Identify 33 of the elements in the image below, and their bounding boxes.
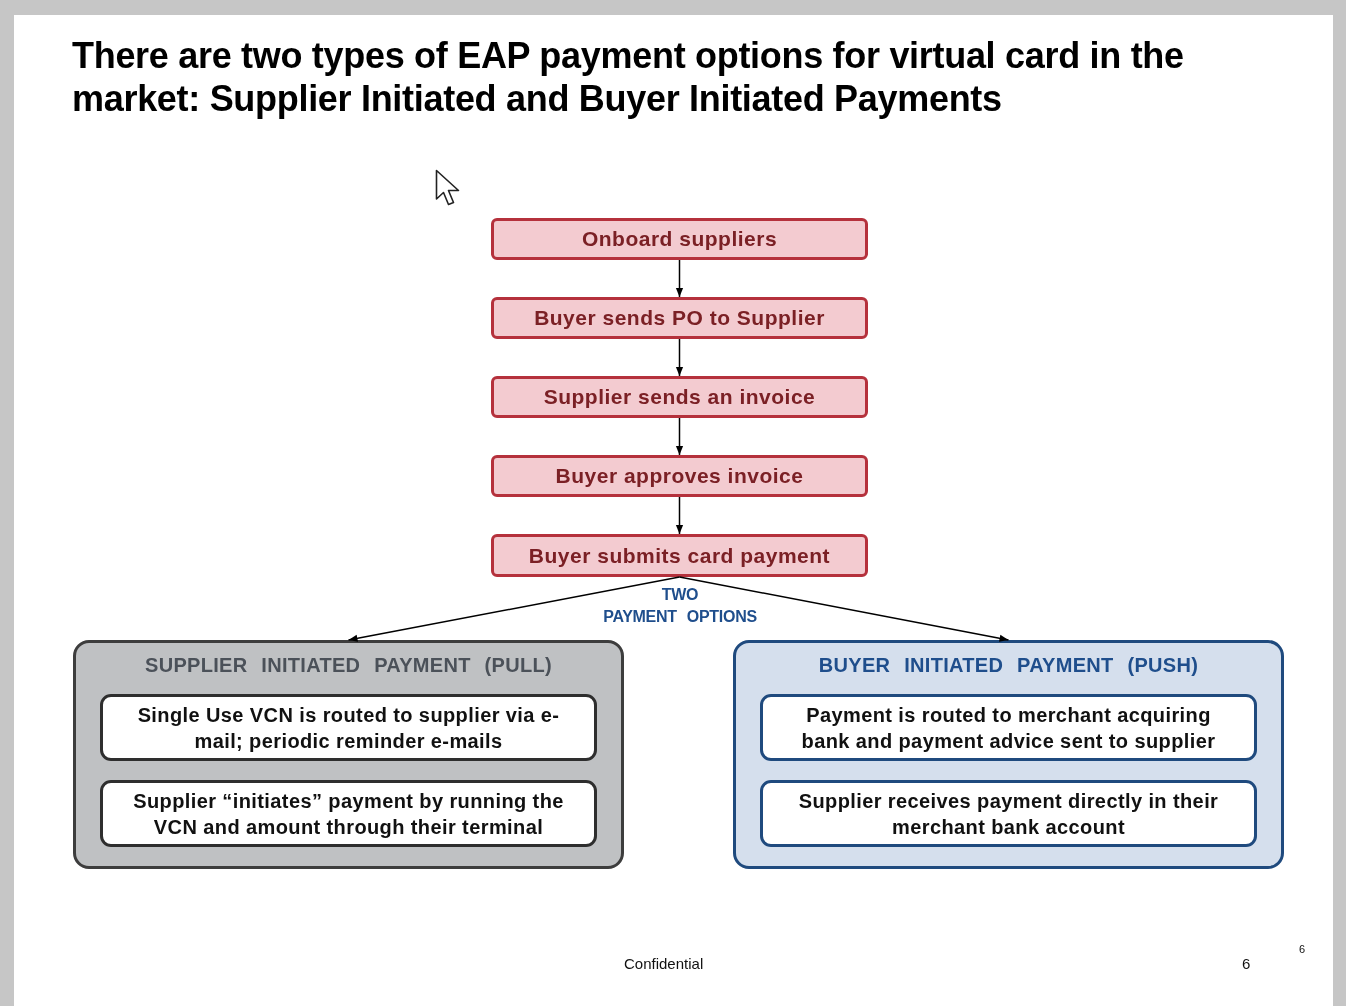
process-box	[491, 218, 868, 260]
arrow	[675, 496, 684, 535]
page-number: 6	[1242, 955, 1252, 972]
group-panel	[733, 640, 1284, 869]
description-text: Single Use VCN is routed to supplier via e-mail; periodic reminder e-mails	[136, 702, 561, 754]
group-panel	[73, 640, 624, 869]
process-box	[491, 534, 868, 577]
process-box	[491, 297, 868, 339]
footer-text: Confidential	[624, 955, 705, 972]
description-box	[100, 694, 597, 761]
arrow	[675, 417, 684, 456]
description-text: Supplier “initiates” payment by running the VCN and amount through their terminal	[132, 788, 565, 840]
option-caption: TWO PAYMENT OPTIONS	[602, 585, 758, 627]
arrow	[347, 576, 681, 642]
step-label: Buyer approves invoice	[555, 464, 804, 488]
description-text: Supplier receives payment directly in their merchant bank account	[797, 788, 1220, 840]
description-text: Payment is routed to merchant acquiring bank and payment advice sent to supplier	[800, 702, 1217, 754]
process-box	[491, 455, 868, 497]
page-number: 6	[1299, 943, 1307, 955]
process-box	[491, 376, 868, 418]
step-label: Buyer sends PO to Supplier	[534, 306, 825, 330]
step-label: Buyer submits card payment	[528, 543, 831, 568]
group-heading: BUYER INITIATED PAYMENT (PUSH)	[818, 654, 1199, 677]
arrow	[675, 259, 684, 298]
step-label: Onboard suppliers	[581, 227, 778, 251]
step-label: Supplier sends an invoice	[543, 385, 816, 409]
description-box	[760, 780, 1257, 847]
group-heading: SUPPLIER INITIATED PAYMENT (PULL)	[145, 654, 552, 677]
arrow	[678, 576, 1010, 642]
description-box	[100, 780, 597, 847]
slide-title: There are two types of EAP payment options for virtual card in the market: Supplier Initiated and Buyer Initiated Payments	[72, 34, 1185, 120]
arrow	[675, 338, 684, 377]
description-box	[760, 694, 1257, 761]
